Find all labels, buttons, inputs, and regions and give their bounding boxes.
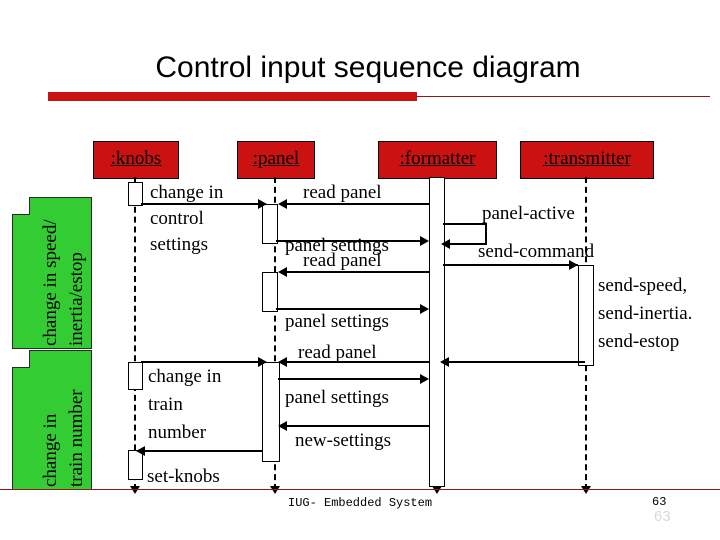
note-fold-icon: [12, 197, 30, 215]
label-read-panel-3: read panel: [298, 342, 377, 363]
note-change-in-train-number[interactable]: change in train number: [12, 350, 92, 490]
lifeline-formatter-end: [432, 486, 442, 494]
lifeline-transmitter-end: [581, 486, 591, 494]
note-change-in-speed[interactable]: change in speed/ inertia/estop: [12, 197, 92, 349]
lifeline-box-panel-label: :panel: [252, 148, 300, 169]
arrow-transmitter-return[interactable]: [443, 361, 585, 363]
arrow-change-in-train-number[interactable]: [141, 361, 262, 363]
activation-knobs-3[interactable]: [128, 450, 143, 480]
arrowhead-set-knobs: [136, 446, 145, 456]
arrowhead-read-panel-1: [278, 199, 287, 209]
lifeline-box-formatter[interactable]: :formatter: [378, 141, 497, 179]
arrowhead-panel-settings-1: [420, 236, 429, 246]
self-message-panel-active-right: [485, 223, 487, 244]
arrowhead-change-in-train-number: [258, 357, 267, 367]
activation-formatter[interactable]: [429, 177, 445, 487]
label-read-panel-2: read panel: [303, 250, 382, 271]
note-change-in-train-number-l1: change in: [40, 413, 61, 487]
label-send-inertia: send-inertia.: [598, 303, 693, 324]
note-change-in-speed-l2: inertia/estop: [66, 252, 87, 346]
lifeline-panel: [274, 177, 276, 490]
activation-knobs-2[interactable]: [128, 362, 143, 390]
arrow-read-panel-2[interactable]: [284, 271, 429, 273]
footer-page-number: 63: [652, 495, 667, 509]
label-change-in-control-settings-l2: control: [150, 208, 204, 229]
activation-knobs-1[interactable]: [128, 182, 143, 206]
label-panel-settings-2: panel settings: [285, 311, 389, 332]
arrow-panel-settings-3[interactable]: [278, 378, 423, 380]
lifeline-panel-end: [270, 486, 280, 494]
arrowhead-panel-active: [441, 239, 450, 249]
label-panel-settings-3: panel settings: [285, 387, 389, 408]
label-send-speed: send-speed,: [598, 275, 688, 296]
note-fold-icon-2: [12, 350, 30, 368]
arrowhead-panel-settings-2: [420, 304, 429, 314]
lifeline-box-transmitter-label: :transmitter: [543, 148, 631, 169]
arrow-change-in-control-settings[interactable]: [141, 203, 262, 205]
label-change-in-control-settings-l1: change in: [150, 182, 224, 203]
lifeline-box-formatter-label: :formatter: [399, 148, 476, 169]
arrowhead-new-settings: [278, 421, 287, 431]
label-panel-settings-1: panel settings: [285, 235, 389, 256]
lifeline-knobs: [134, 177, 136, 490]
lifeline-box-knobs[interactable]: :knobs: [93, 141, 179, 179]
label-read-panel-1: read panel: [303, 182, 382, 203]
note-change-in-speed-l1: change in speed/: [40, 219, 61, 346]
title-rule-thick: [48, 92, 417, 101]
label-change-in-train-number-l2: train: [148, 394, 183, 415]
footer-course-label: IUG- Embedded System: [288, 496, 433, 510]
lifeline-box-transmitter[interactable]: :transmitter: [520, 141, 654, 179]
self-message-panel-active-top: [443, 223, 487, 225]
label-send-estop: send-estop: [598, 331, 680, 352]
note-change-in-train-number-l2: train number: [66, 389, 87, 487]
label-set-knobs: set-knobs: [147, 466, 220, 487]
activation-panel-2[interactable]: [262, 272, 278, 312]
arrow-read-panel-3[interactable]: [284, 361, 429, 363]
arrow-read-panel-1[interactable]: [284, 203, 429, 205]
activation-transmitter[interactable]: [578, 265, 594, 366]
arrowhead-send-command: [569, 260, 578, 270]
arrow-set-knobs[interactable]: [141, 450, 263, 452]
lifeline-box-knobs-label: :knobs: [110, 148, 162, 169]
arrowhead-read-panel-2: [278, 267, 287, 277]
label-send-command: send-command: [478, 241, 595, 262]
arrow-send-command[interactable]: [443, 264, 578, 266]
label-change-in-control-settings-l3: settings: [150, 234, 209, 255]
activation-panel-3[interactable]: [262, 362, 280, 462]
page-title: Control input sequence diagram: [155, 51, 581, 84]
label-new-settings: new-settings: [295, 430, 392, 451]
arrowhead-transmitter-return: [440, 357, 449, 367]
label-change-in-train-number-l1: change in: [148, 366, 222, 387]
lifeline-box-panel[interactable]: :panel: [237, 141, 315, 179]
activation-panel-1[interactable]: [262, 204, 278, 244]
arrow-panel-settings-2[interactable]: [276, 308, 423, 310]
arrowhead-panel-settings-3: [420, 374, 429, 384]
arrowhead-change-in-control-settings: [258, 199, 267, 209]
footer-page-number-ghost: 63: [654, 508, 671, 525]
label-panel-active: panel-active: [482, 203, 575, 224]
arrow-new-settings[interactable]: [284, 425, 429, 427]
arrow-panel-settings-1[interactable]: [276, 240, 423, 242]
lifeline-knobs-end: [130, 486, 140, 494]
self-message-panel-active-bottom: [449, 243, 487, 245]
label-change-in-train-number-l3: number: [148, 422, 207, 443]
footer-rule: [0, 489, 720, 490]
arrowhead-read-panel-3: [278, 357, 287, 367]
